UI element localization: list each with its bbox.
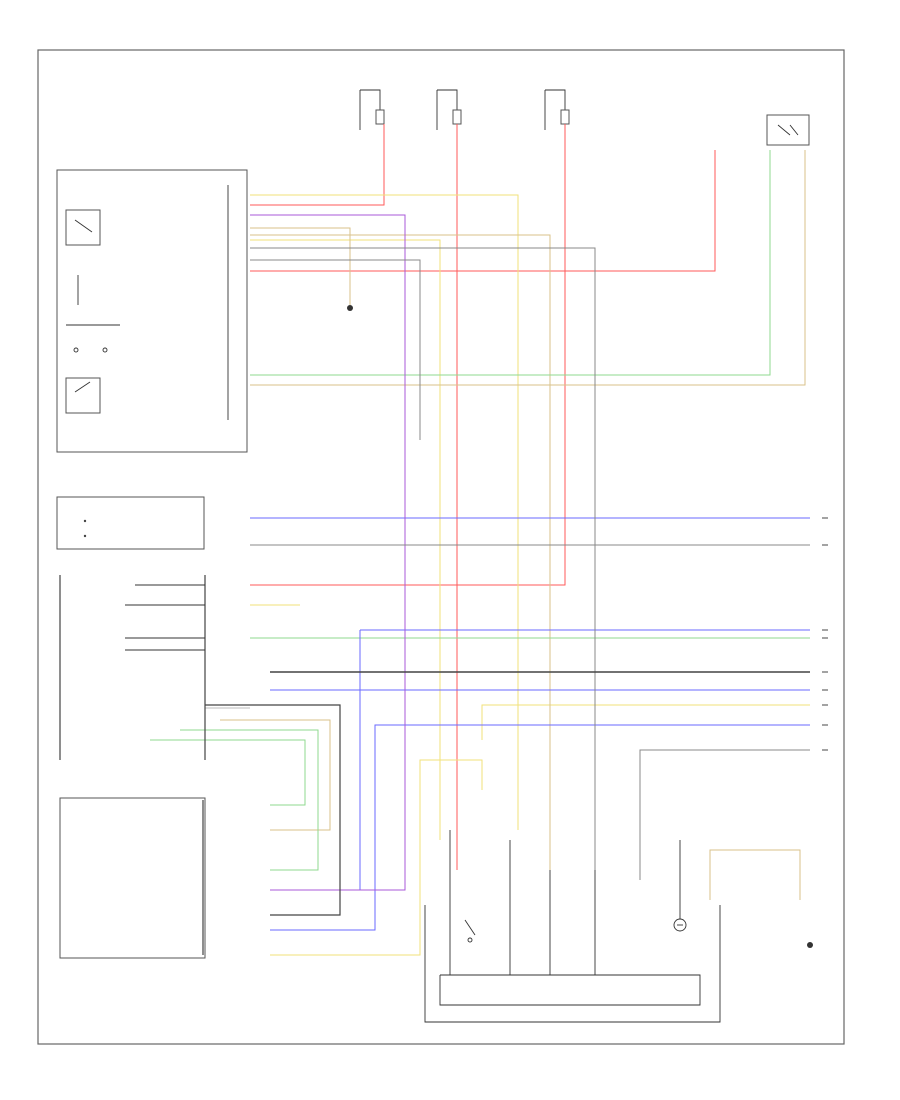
wire-yellow-1 bbox=[250, 194, 519, 830]
wire-tan-2 bbox=[250, 150, 806, 386]
wire-red-4 bbox=[250, 150, 716, 272]
climate-control-module bbox=[59, 797, 206, 959]
wire-purple-1 bbox=[250, 214, 406, 891]
wire-yellow-3 bbox=[481, 704, 810, 740]
wire-tan-4 bbox=[220, 719, 331, 831]
wire-green-1 bbox=[250, 150, 771, 376]
dual-switch-box bbox=[56, 496, 205, 550]
wire-yellow-4 bbox=[270, 759, 483, 956]
wire-blue-5 bbox=[270, 724, 810, 931]
wire-dark-2 bbox=[205, 704, 341, 916]
wire-tan-1 bbox=[250, 227, 351, 305]
ground-symbol bbox=[347, 305, 353, 311]
fuse-taps bbox=[359, 89, 570, 130]
wire-green-3 bbox=[150, 739, 306, 806]
ac-control-unit bbox=[56, 169, 248, 453]
wire-grey-3 bbox=[639, 749, 810, 880]
wire-red-3 bbox=[250, 124, 566, 586]
wire-green-4 bbox=[180, 729, 319, 871]
wire-red-1 bbox=[250, 124, 385, 206]
wire-yellow-2 bbox=[250, 239, 441, 840]
wire-grey-2 bbox=[250, 247, 596, 870]
main-relay-box bbox=[424, 830, 721, 1023]
dash-switch-panel bbox=[59, 575, 206, 760]
wire-tan-3 bbox=[250, 234, 551, 870]
compressor-clutch bbox=[673, 840, 687, 932]
diagram-frame bbox=[37, 49, 845, 1045]
wire-blue-4 bbox=[270, 630, 361, 891]
wire-grey-4 bbox=[250, 259, 421, 440]
pressure-switch bbox=[766, 114, 813, 948]
wire-tan-5 bbox=[709, 849, 801, 900]
wires bbox=[150, 124, 810, 956]
connector-ticks bbox=[822, 517, 828, 751]
